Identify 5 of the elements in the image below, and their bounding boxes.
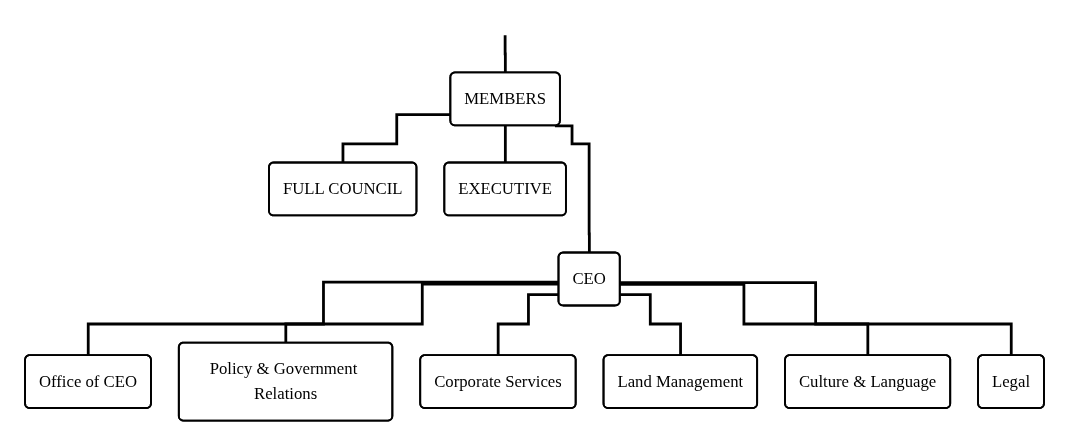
connector [86, 280, 559, 357]
connector [620, 293, 683, 357]
connector [620, 281, 1013, 357]
connector [496, 293, 559, 357]
connector [620, 283, 870, 357]
